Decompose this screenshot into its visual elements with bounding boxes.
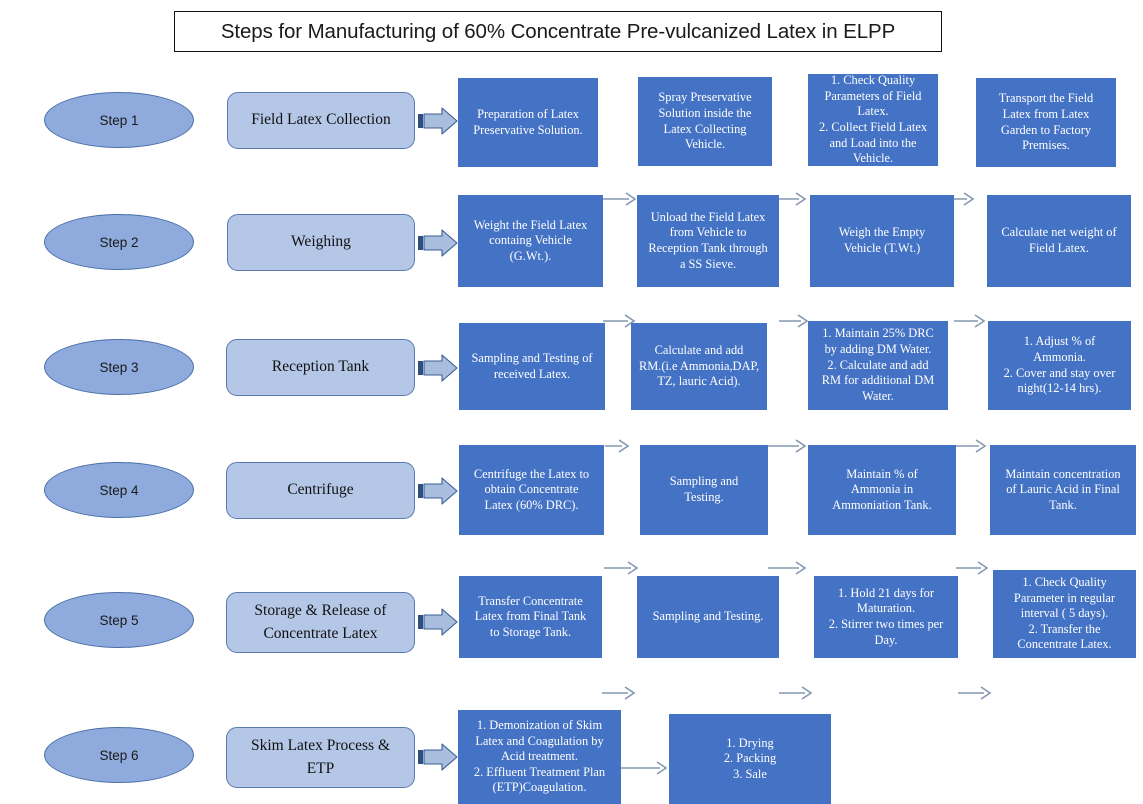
step-label: Step 5 bbox=[99, 612, 139, 628]
process-box-text: Sampling and Testing. bbox=[669, 474, 739, 504]
process-box: Calculate and add RM.(i.e Ammonia,DAP, T… bbox=[631, 323, 767, 410]
process-box: 1. Check Quality Parameter in regular in… bbox=[993, 570, 1136, 658]
step-ellipse-3: Step 3 bbox=[44, 339, 194, 395]
process-box: Sampling and Testing of received Latex. bbox=[459, 323, 605, 410]
process-box-text: Maintain concentration of Lauric Acid in… bbox=[1005, 466, 1121, 512]
process-box-text: Centrifuge the Latex to obtain Concentra… bbox=[473, 466, 590, 512]
connector-arrow bbox=[621, 760, 669, 776]
process-box-text: 1. Check Quality Parameters of Field Lat… bbox=[818, 73, 928, 166]
step-label: Step 2 bbox=[99, 234, 139, 250]
process-box-text: 1. Hold 21 days for Maturation. 2. Stirr… bbox=[828, 585, 944, 647]
page-title-text: Steps for Manufacturing of 60% Concentra… bbox=[220, 19, 896, 43]
stage-label: Reception Tank bbox=[271, 358, 370, 376]
connector-arrow bbox=[602, 685, 637, 701]
process-box: 1. Drying 2. Packing 3. Sale bbox=[669, 714, 831, 804]
process-box: Maintain concentration of Lauric Acid in… bbox=[990, 445, 1136, 535]
connector-arrow bbox=[605, 438, 631, 454]
flow-row-step-5: Step 5 Storage & Release of Concentrate … bbox=[0, 570, 1143, 700]
block-arrow-icon bbox=[418, 742, 458, 772]
step-ellipse-2: Step 2 bbox=[44, 214, 194, 270]
process-box-text: Sampling and Testing. bbox=[652, 609, 764, 624]
process-box-text: Transfer Concentrate Latex from Final Ta… bbox=[474, 593, 587, 639]
process-box-text: Transport the Field Latex from Latex Gar… bbox=[998, 91, 1094, 153]
process-box: Weigh the Empty Vehicle (T.Wt.) bbox=[810, 195, 954, 287]
stage-label: Weighing bbox=[291, 233, 351, 251]
stage-box-3: Reception Tank bbox=[226, 339, 415, 396]
stage-box-5: Storage & Release of Concentrate Latex bbox=[226, 592, 415, 653]
process-box: Sampling and Testing. bbox=[637, 576, 779, 658]
process-box-text: Spray Preservative Solution inside the L… bbox=[658, 90, 752, 152]
process-box: Sampling and Testing. bbox=[640, 445, 768, 535]
connector-arrow bbox=[598, 191, 638, 207]
connector-arrow bbox=[767, 438, 808, 454]
process-box-text: Unload the Field Latex from Vehicle to R… bbox=[648, 209, 768, 271]
connector-arrow bbox=[603, 313, 637, 329]
process-box-text: Maintain % of Ammonia in Ammoniation Tan… bbox=[832, 466, 932, 512]
process-box-text: 1. Check Quality Parameter in regular in… bbox=[1013, 574, 1116, 652]
process-box-text: 1. Maintain 25% DRC by adding DM Water. … bbox=[821, 326, 935, 403]
step-label: Step 6 bbox=[99, 747, 139, 763]
step-ellipse-1: Step 1 bbox=[44, 92, 194, 148]
process-box: Weight the Field Latex containg Vehicle … bbox=[458, 195, 603, 287]
process-box-text: 1. Adjust % of Ammonia. 2. Cover and sta… bbox=[1003, 334, 1116, 396]
process-box-text: Weight the Field Latex containg Vehicle … bbox=[473, 217, 588, 263]
stage-label: Centrifuge bbox=[287, 481, 354, 499]
process-box: Unload the Field Latex from Vehicle to R… bbox=[637, 195, 779, 287]
process-box: Spray Preservative Solution inside the L… bbox=[638, 77, 772, 166]
process-box: Maintain % of Ammonia in Ammoniation Tan… bbox=[808, 445, 956, 535]
process-box-text: 1. Demonization of Skim Latex and Coagul… bbox=[473, 717, 606, 795]
connector-arrow bbox=[604, 560, 640, 576]
process-box: Centrifuge the Latex to obtain Concentra… bbox=[459, 445, 604, 535]
connector-arrow bbox=[779, 685, 814, 701]
process-box-text: Sampling and Testing of received Latex. bbox=[471, 350, 593, 381]
step-label: Step 3 bbox=[99, 359, 139, 375]
stage-box-4: Centrifuge bbox=[226, 462, 415, 519]
step-label: Step 1 bbox=[99, 112, 139, 128]
stage-label: Field Latex Collection bbox=[251, 111, 391, 129]
process-box-text: Calculate net weight of Field Latex. bbox=[1001, 225, 1117, 255]
block-arrow-icon bbox=[418, 607, 458, 637]
process-box: Preparation of Latex Preservative Soluti… bbox=[458, 78, 598, 167]
process-box-text: Weigh the Empty Vehicle (T.Wt.) bbox=[838, 225, 926, 255]
process-box: 1. Check Quality Parameters of Field Lat… bbox=[808, 73, 938, 166]
block-arrow-icon bbox=[418, 106, 458, 136]
process-box: 1. Adjust % of Ammonia. 2. Cover and sta… bbox=[988, 321, 1131, 410]
flow-row-step-6: Step 6 Skim Latex Process & ETP 1. Demon… bbox=[0, 710, 1143, 804]
flow-row-step-2: Step 2 Weighing Weight the Field Latex c… bbox=[0, 195, 1143, 328]
process-box: 1. Hold 21 days for Maturation. 2. Stirr… bbox=[814, 576, 958, 658]
step-label: Step 4 bbox=[99, 482, 139, 498]
stage-label: Skim Latex Process & ETP bbox=[250, 737, 391, 777]
process-box: 1. Demonization of Skim Latex and Coagul… bbox=[458, 710, 621, 804]
connector-arrow bbox=[768, 560, 808, 576]
connector-arrow bbox=[958, 685, 993, 701]
block-arrow-icon bbox=[418, 228, 458, 258]
connector-arrow bbox=[956, 560, 990, 576]
step-ellipse-4: Step 4 bbox=[44, 462, 194, 518]
process-box: 1. Maintain 25% DRC by adding DM Water. … bbox=[808, 321, 948, 410]
connector-arrow bbox=[779, 313, 810, 329]
process-box: Transport the Field Latex from Latex Gar… bbox=[976, 78, 1116, 167]
flow-row-step-1: Step 1 Field Latex Collection Preparatio… bbox=[0, 73, 1143, 206]
block-arrow-icon bbox=[418, 353, 458, 383]
stage-label: Storage & Release of Concentrate Latex bbox=[254, 602, 387, 642]
stage-box-2: Weighing bbox=[227, 214, 415, 271]
stage-box-1: Field Latex Collection bbox=[227, 92, 415, 149]
process-box-text: 1. Drying 2. Packing 3. Sale bbox=[723, 735, 777, 781]
step-ellipse-5: Step 5 bbox=[44, 592, 194, 648]
connector-arrow bbox=[954, 313, 987, 329]
step-ellipse-6: Step 6 bbox=[44, 727, 194, 783]
block-arrow-icon bbox=[418, 476, 458, 506]
flow-row-step-4: Step 4 Centrifuge Centrifuge the Latex t… bbox=[0, 445, 1143, 575]
page-title: Steps for Manufacturing of 60% Concentra… bbox=[174, 11, 942, 52]
process-box: Transfer Concentrate Latex from Final Ta… bbox=[459, 576, 602, 658]
flow-row-step-3: Step 3 Reception Tank Sampling and Testi… bbox=[0, 321, 1143, 453]
process-box-text: Preparation of Latex Preservative Soluti… bbox=[473, 106, 583, 137]
stage-box-6: Skim Latex Process & ETP bbox=[226, 727, 415, 788]
process-box: Calculate net weight of Field Latex. bbox=[987, 195, 1131, 287]
process-box-text: Calculate and add RM.(i.e Ammonia,DAP, T… bbox=[638, 343, 760, 389]
